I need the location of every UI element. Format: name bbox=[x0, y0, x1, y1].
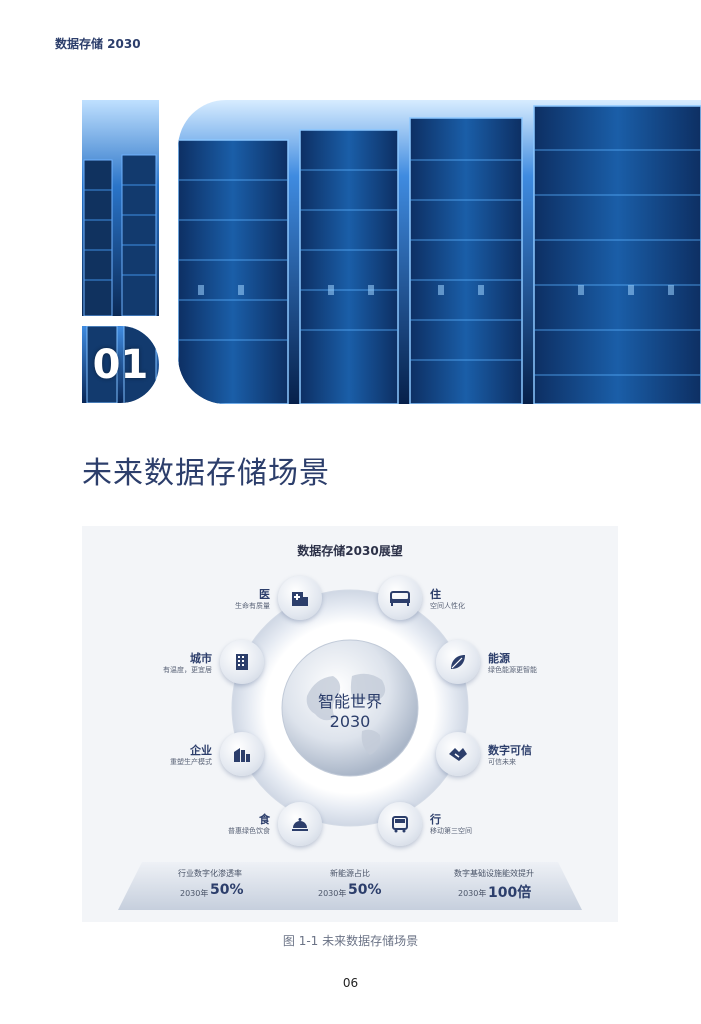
scene-label-housing: 住 bbox=[430, 588, 441, 601]
stat-label-digital-penetration: 行业数字化渗透率 bbox=[178, 869, 242, 878]
stat-value-new-energy: 50% bbox=[348, 882, 382, 898]
factory-icon bbox=[220, 732, 264, 776]
page-number: 06 bbox=[342, 976, 359, 990]
scenario-figure: 数据存储2030展望 智能世界 bbox=[82, 526, 618, 922]
scene-desc-enterprise: 重塑生产模式 bbox=[170, 758, 212, 766]
bed-icon bbox=[378, 576, 422, 620]
stat-label-infra-efficiency: 数字基础设施能效提升 bbox=[454, 869, 534, 878]
handshake-icon bbox=[436, 732, 480, 776]
scene-desc-food: 普惠绿色饮食 bbox=[228, 827, 270, 835]
scene-desc-energy: 绿色能源更智能 bbox=[488, 666, 537, 674]
figure-title: 数据存储2030展望 bbox=[297, 544, 403, 558]
chapter-number: 01 bbox=[92, 341, 149, 388]
scene-label-transport: 行 bbox=[430, 813, 441, 826]
city-building-icon bbox=[220, 640, 264, 684]
center-title: 智能世界 bbox=[317, 692, 382, 711]
server-room-image bbox=[178, 100, 701, 404]
leaf-icon bbox=[436, 640, 480, 684]
bus-icon bbox=[378, 802, 422, 846]
stat-value-infra-efficiency: 100倍 bbox=[488, 885, 532, 901]
food-cloche-icon bbox=[278, 802, 322, 846]
scene-label-energy: 能源 bbox=[488, 652, 510, 665]
hospital-icon bbox=[278, 576, 322, 620]
scene-desc-transport: 移动第三空间 bbox=[430, 827, 472, 835]
center-year: 2030 bbox=[329, 712, 371, 731]
server-room-image-strip bbox=[82, 100, 159, 316]
chapter-number-badge: 01 bbox=[82, 326, 159, 403]
scene-label-city: 城市 bbox=[190, 652, 212, 665]
stat-year-infra-efficiency: 2030年 bbox=[458, 889, 487, 898]
stat-value-digital-penetration: 50% bbox=[210, 882, 244, 898]
scene-label-digital-trust: 数字可信 bbox=[488, 744, 532, 757]
stat-year-new-energy: 2030年 bbox=[318, 889, 347, 898]
scene-label-medical: 医 bbox=[259, 588, 270, 601]
chapter-title: 未来数据存储场景 bbox=[82, 456, 330, 491]
stat-year-digital-penetration: 2030年 bbox=[180, 889, 209, 898]
figure-caption: 图 1-1 未来数据存储场景 bbox=[282, 934, 419, 948]
globe-ring-graphic bbox=[118, 589, 582, 910]
scene-desc-digital-trust: 可信未来 bbox=[488, 758, 516, 766]
scene-desc-medical: 生命有质量 bbox=[235, 602, 270, 610]
stat-label-new-energy: 新能源占比 bbox=[330, 869, 370, 878]
scene-label-food: 食 bbox=[259, 813, 270, 826]
running-header: 数据存储 2030 bbox=[55, 37, 141, 51]
scene-desc-city: 有温度，更宜居 bbox=[163, 666, 212, 674]
scene-label-enterprise: 企业 bbox=[190, 744, 212, 757]
scene-desc-housing: 空间人性化 bbox=[430, 602, 465, 610]
